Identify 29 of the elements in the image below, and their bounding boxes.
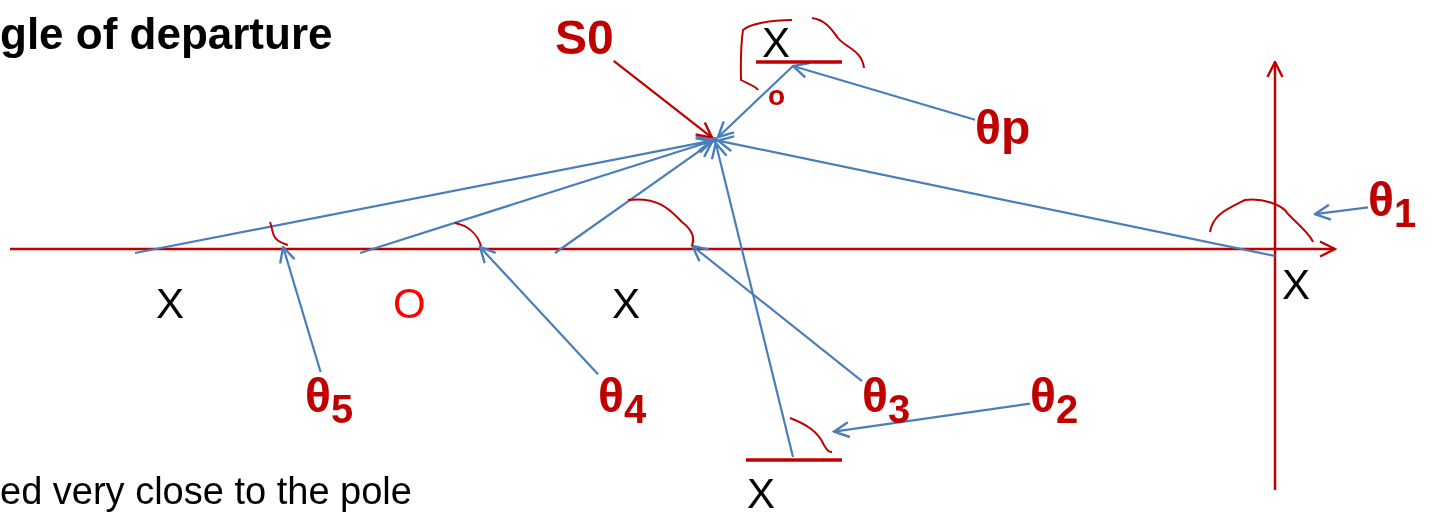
caption: ed very close to the pole (0, 472, 412, 510)
angle-label: θ$_{2}$ (1030, 372, 1079, 429)
leader-line (691, 244, 863, 382)
point-label: S0 (555, 14, 614, 62)
leader-line (791, 61, 976, 121)
pole-mark: X (762, 22, 790, 64)
arrow (554, 140, 714, 254)
pole-mark: X (1282, 264, 1310, 306)
leader-line (279, 245, 322, 373)
title: gle of departure (0, 12, 333, 56)
arrow (710, 141, 795, 458)
leader-line (613, 60, 714, 139)
leader-line (832, 402, 1031, 439)
angle-label: θ$_{1}$ (1368, 176, 1417, 233)
angle-label: θp (975, 104, 1031, 152)
zero-mark: O (393, 283, 426, 325)
arrow (716, 135, 1276, 258)
leader-line (478, 245, 599, 376)
leader-line (1313, 203, 1369, 221)
pole-mark: X (156, 283, 184, 325)
arrow (134, 134, 714, 255)
angle-label: θ$_{4}$ (598, 372, 647, 429)
arrow (716, 65, 794, 139)
pole-mark: X (612, 283, 640, 325)
test-point (712, 137, 718, 143)
angle-label: θ$_{5}$ (305, 372, 354, 429)
degree-symbol: o (768, 82, 786, 110)
pole-mark: X (747, 473, 775, 515)
angle-label: θ$_{3}$ (862, 372, 911, 429)
